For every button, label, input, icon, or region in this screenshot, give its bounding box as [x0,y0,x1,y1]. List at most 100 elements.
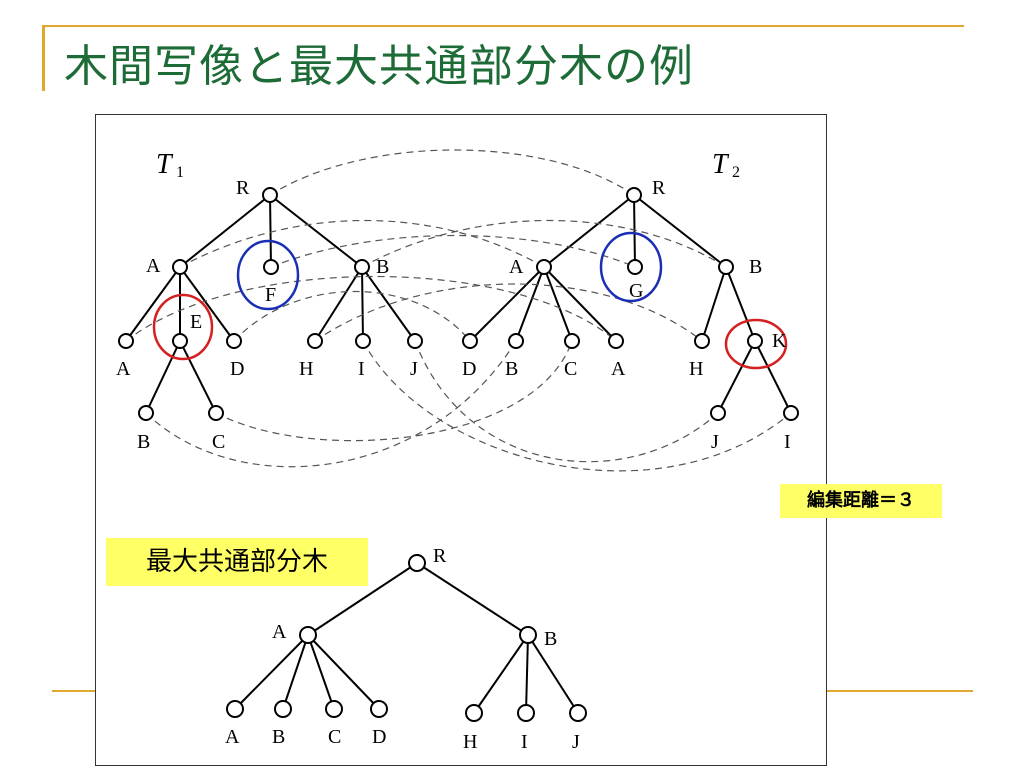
max-common-subtree-label: 最大共通部分木 [106,538,368,586]
tree2-label-h: H [689,358,703,380]
mapping-h [314,283,703,342]
tree1-label-e: E [190,311,202,333]
delete-highlight-e [152,293,214,361]
tree2-node-i [783,405,799,421]
bottom-rule-left [52,690,96,692]
tree2-node-d [462,333,478,349]
tree1-label-f: F [265,284,276,306]
common-node-i [517,704,535,722]
tree2-node-b [718,259,734,275]
common-node-a-leaf [226,700,244,718]
tree1-title: T [156,149,174,180]
tree2-title: T [712,149,730,180]
tree2-node-g [627,259,643,275]
mapping-j [414,340,719,463]
mapping-root [269,149,635,196]
common-label-a: A [272,621,287,643]
common-node-root [408,554,426,572]
tree2-label-a-leaf: A [611,358,626,380]
tree2-node-j [710,405,726,421]
tree1-label-c: C [212,431,225,453]
tree1-label-h: H [299,358,313,380]
tree1-node-a [172,259,188,275]
tree1-label-a-leaf: A [116,358,131,380]
common-node-c [325,700,343,718]
tree2-label-i: I [784,431,791,453]
tree2-node-a [536,259,552,275]
tree1-node-root [262,187,278,203]
tree1-node-b [354,259,370,275]
common-tree-nodes [226,554,587,722]
tree2-label-g: G [629,280,643,302]
mapping-a [179,219,545,268]
tree2-label-d: D [462,358,476,380]
tree1-label-root: R [236,177,250,199]
tree2-node-c [564,333,580,349]
tree2-node-b-leaf [508,333,524,349]
tree2-node-k [747,333,763,349]
tree1-node-b-leaf [138,405,154,421]
mapping-a-leaf [125,275,617,342]
tree1-node-c [208,405,224,421]
tree2-label-root: R [652,177,666,199]
tree1-nodes [118,187,423,421]
tree1-node-d [226,333,242,349]
tree1-node-j [407,333,423,349]
tree1-node-e [172,333,188,349]
edit-distance-label: 編集距離＝３ [780,484,942,518]
relabel-highlight-g [599,231,663,303]
tree2-label-j: J [711,431,719,453]
tree2-node-a-leaf [608,333,624,349]
mapping-f-g [270,234,636,268]
tree-mapping-diagram: T 1 T 2 R A F B A E D H I J B C R A G B … [116,149,799,753]
tree2-label-k: K [772,330,787,352]
slide-title: 木間写像と最大共通部分木の例 [64,41,694,92]
tree1-edges [125,194,416,414]
common-node-a [299,626,317,644]
tree1-label-b: B [376,256,389,278]
common-label-j: J [572,731,580,753]
tree1-title-subscript: 1 [176,164,184,181]
common-label-root: R [433,545,447,567]
tree2-node-root [626,187,642,203]
tree1-node-a-leaf [118,333,134,349]
highlight-ellipses [152,231,788,370]
common-node-b [519,626,537,644]
tree2-label-a: A [509,256,524,278]
common-node-h [465,704,483,722]
mapping-d [233,290,471,342]
tree2-node-h [694,333,710,349]
tree1-node-f [263,259,279,275]
common-tree-edges [234,562,579,714]
common-label-i: I [521,731,528,753]
common-label-b-leaf: B [272,726,285,748]
common-node-j [569,704,587,722]
common-label-b: B [544,628,557,650]
common-label-c: C [328,726,341,748]
tree1-label-b-leaf: B [137,431,150,453]
common-node-b-leaf [274,700,292,718]
title-accent-bar [42,25,45,91]
tree1-label-i: I [358,358,365,380]
diagram-frame: T 1 T 2 R A F B A E D H I J B C R A G B … [95,114,827,766]
mapping-curves [125,149,792,472]
tree2-nodes [462,187,799,421]
tree1-node-i [355,333,371,349]
common-label-a-leaf: A [225,726,240,748]
mapping-c [215,340,573,442]
common-node-d [370,700,388,718]
mapping-b [361,219,727,268]
common-label-d: D [372,726,386,748]
tree2-title-subscript: 2 [732,164,740,181]
bottom-rule-right [827,690,973,692]
tree2-edges [469,194,792,414]
tree2-label-b-leaf: B [505,358,518,380]
mapping-b-leaf [145,340,517,468]
tree2-label-c: C [564,358,577,380]
tree1-label-d: D [230,358,244,380]
tree2-label-b: B [749,256,762,278]
tree1-node-h [307,333,323,349]
common-label-h: H [463,731,477,753]
mapping-i [362,340,792,472]
tree1-label-a: A [146,255,161,277]
